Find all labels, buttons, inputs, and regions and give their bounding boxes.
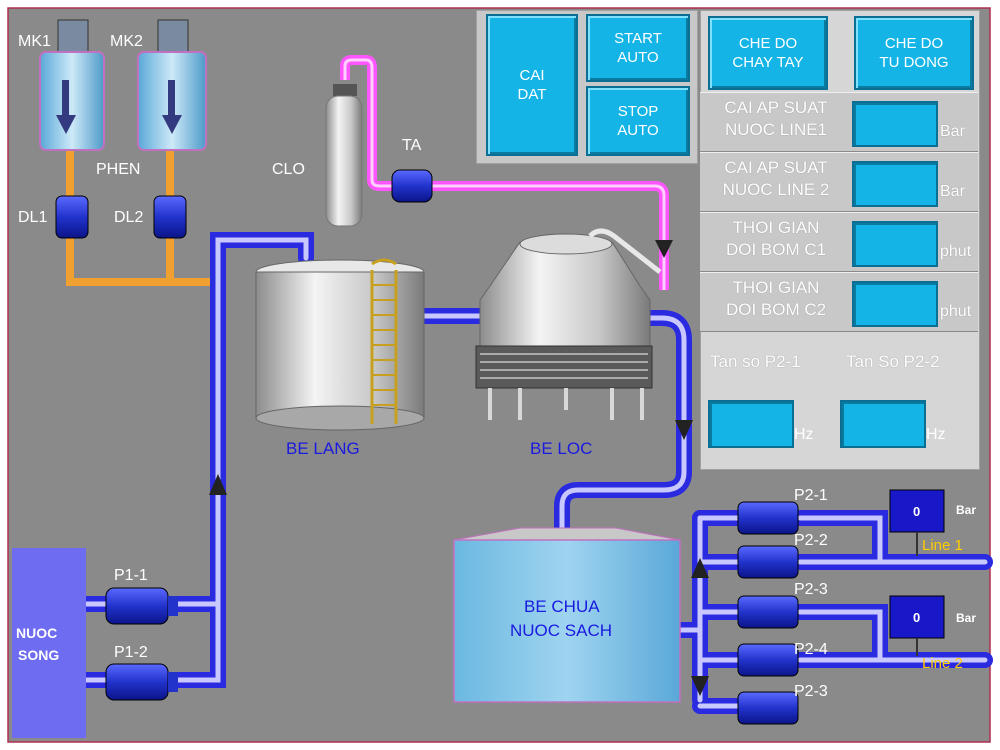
clo-label: CLO (272, 161, 305, 178)
setting-label: THOI GIAN (732, 218, 820, 237)
manual-mode-line2: CHAY TAY (732, 54, 804, 71)
frequency-p2-1-label: Tan so P2-1 (710, 352, 801, 371)
dosing-pump-dl1[interactable] (55, 195, 89, 239)
pump-p2-2[interactable] (737, 545, 799, 579)
pump-p1-1[interactable] (105, 587, 178, 625)
pressure-value-1: 0 (913, 504, 920, 519)
filter-tank (475, 228, 662, 420)
stop-auto-button[interactable]: STOP AUTO (586, 86, 690, 156)
frequency-p2-1-input[interactable] (708, 400, 794, 448)
be-loc-label: BE LOC (530, 439, 592, 458)
arrow-down-icon (691, 676, 709, 696)
setting-label: DOI BOM C2 (725, 300, 827, 319)
water-pipes (76, 232, 993, 714)
arrow-up-icon (209, 474, 227, 495)
cai-dat-line2: DAT (517, 86, 547, 103)
frequency-p2-1-unit: Hz (794, 426, 814, 443)
setting-label: NUOC LINE1 (724, 120, 828, 139)
setting-label: NUOC LINE 2 (722, 180, 830, 199)
clean-water-tank (453, 527, 681, 703)
line2-label: Line 2 (922, 655, 963, 672)
frequency-p2-2-unit: Hz (926, 426, 946, 443)
pump-p2-4[interactable] (737, 643, 799, 677)
pressure-unit-2: Bar (956, 611, 976, 625)
auto-mode-line1: CHE DO (884, 35, 944, 52)
motor-mk1-label: MK1 (18, 33, 51, 50)
pressure-display-line1 (889, 489, 945, 556)
setting-row-pressure-line2: CAI AP SUAT NUOC LINE 2 Bar (700, 152, 978, 212)
setting-row-time-c2: THOI GIAN DOI BOM C2 phut (700, 272, 978, 332)
pump-p1-2[interactable] (105, 663, 178, 701)
frequency-p2-2-label: Tan So P2-2 (846, 352, 940, 371)
p2-1-label: P2-1 (794, 487, 828, 504)
p2-4-label: P2-4 (794, 641, 828, 658)
setting-label: CAI AP SUAT (724, 98, 828, 117)
dosing-pump-dl2[interactable] (153, 195, 187, 239)
arrow-down-icon (655, 240, 673, 258)
mixing-tank-1 (39, 19, 105, 151)
dl1-label: DL1 (18, 209, 47, 226)
pressure-unit-1: Bar (956, 503, 976, 517)
ta-label: TA (402, 137, 422, 154)
start-auto-line1: START (614, 30, 662, 47)
p1-2-label: P1-2 (114, 644, 148, 661)
frequency-p2-2-input[interactable] (840, 400, 926, 448)
pump-p2-1[interactable] (737, 501, 799, 535)
setting-label: DOI BOM C1 (725, 240, 827, 259)
auto-mode-button[interactable]: CHE DO TU DONG (854, 16, 974, 90)
stop-auto-line1: STOP (617, 103, 659, 120)
arrow-down-icon (675, 420, 693, 440)
setting-row-time-c1: THOI GIAN DOI BOM C1 phut (700, 212, 978, 272)
pressure-display-line2 (889, 595, 945, 656)
be-chua-label-2: NUOC SACH (510, 621, 612, 640)
be-chua-label-1: BE CHUA (524, 597, 600, 616)
setting-unit: Bar (940, 123, 965, 140)
setting-row-pressure-line1: CAI AP SUAT NUOC LINE1 Bar (700, 92, 978, 152)
p2-5-label: P2-3 (794, 683, 828, 700)
river-label-1: NUOC (16, 625, 57, 641)
p1-1-label: P1-1 (114, 567, 148, 584)
setting-unit: Bar (940, 183, 965, 200)
cai-dat-line1: CAI (519, 67, 545, 84)
line1-label: Line 1 (922, 537, 963, 554)
phen-label: PHEN (96, 161, 140, 178)
chlorine-pipe (340, 55, 669, 290)
setting-label: CAI AP SUAT (724, 158, 828, 177)
setting-unit: phut (940, 243, 972, 260)
river-source (12, 548, 86, 738)
chlorine-pump-ta[interactable] (391, 169, 433, 203)
flow-arrows (209, 240, 709, 696)
pressure-value-2: 0 (913, 610, 920, 625)
settling-tank (255, 258, 425, 431)
auto-mode-line2: TU DONG (879, 54, 949, 71)
arrow-up-icon (691, 558, 709, 578)
chlorine-cylinder (325, 84, 363, 227)
setting-unit: phut (940, 303, 972, 320)
start-auto-line2: AUTO (617, 49, 659, 66)
manual-mode-line1: CHE DO (738, 35, 798, 52)
time-c2-input[interactable] (852, 281, 938, 327)
start-auto-button[interactable]: START AUTO (586, 14, 690, 82)
river-label-2: SONG (18, 647, 59, 663)
time-c1-input[interactable] (852, 221, 938, 267)
stop-auto-line2: AUTO (617, 122, 659, 139)
setting-label: THOI GIAN (732, 278, 820, 297)
pressure-line1-input[interactable] (852, 101, 938, 147)
manual-mode-button[interactable]: CHE DO CHAY TAY (708, 16, 828, 90)
p2-3-label: P2-3 (794, 581, 828, 598)
dl2-label: DL2 (114, 209, 143, 226)
be-lang-label: BE LANG (286, 439, 360, 458)
p2-2-label: P2-2 (794, 532, 828, 549)
pump-p2-3[interactable] (737, 595, 799, 629)
pressure-line2-input[interactable] (852, 161, 938, 207)
pump-p2-5[interactable] (737, 691, 799, 725)
mixing-tank-2 (137, 19, 207, 151)
motor-mk2-label: MK2 (110, 33, 143, 50)
cai-dat-button[interactable]: CAI DAT (486, 14, 578, 156)
